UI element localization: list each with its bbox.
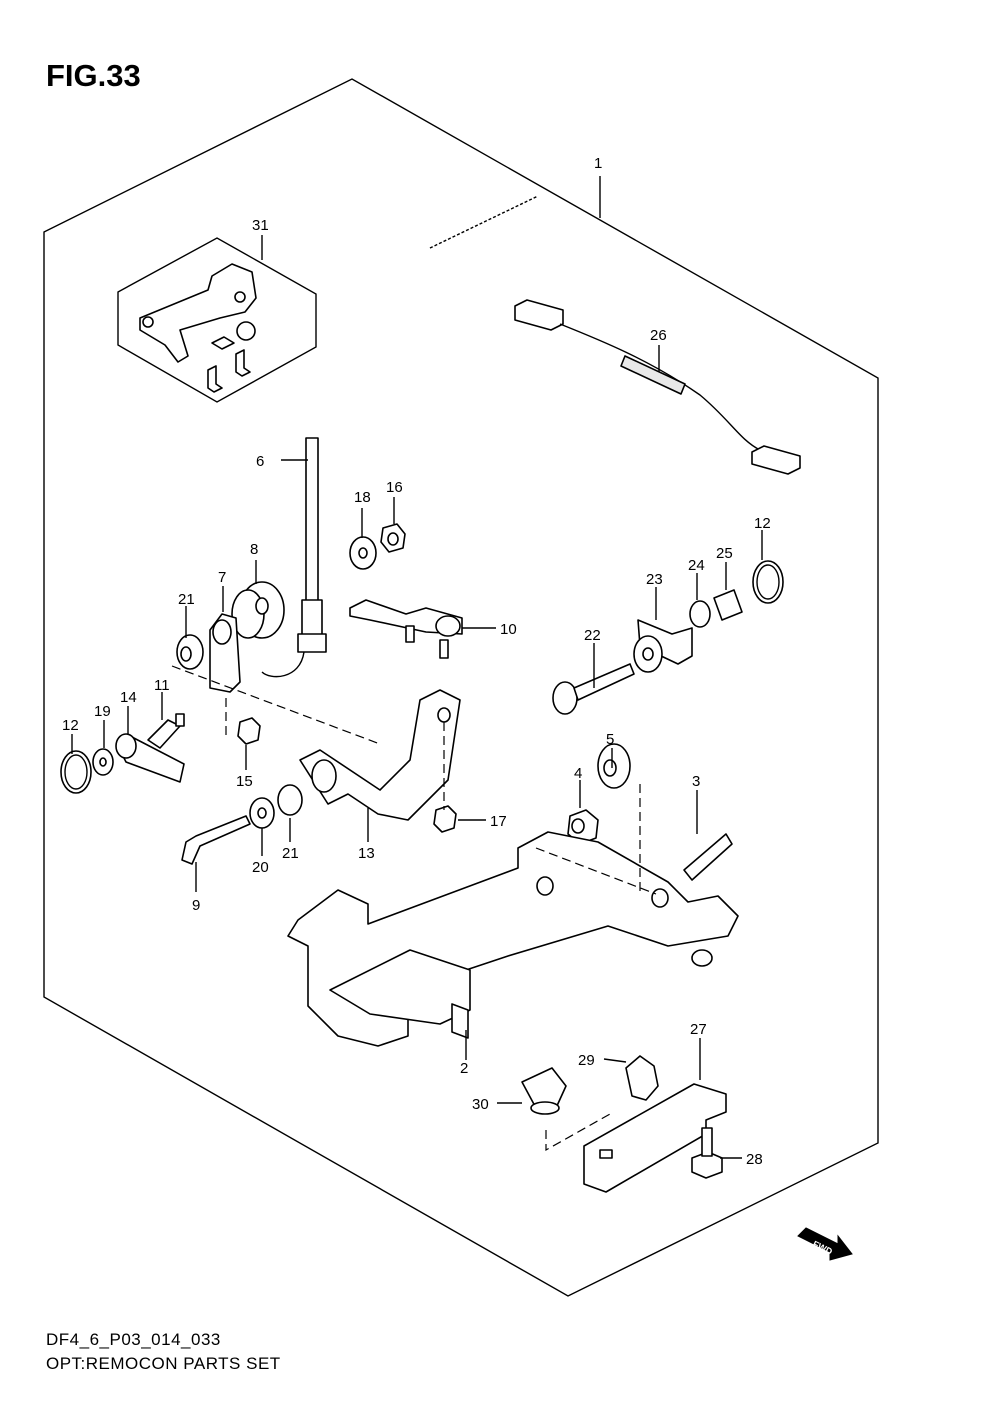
part-24-washer	[689, 600, 711, 628]
leader-lines	[71, 176, 763, 1159]
callout-10: 10	[500, 621, 517, 638]
callout-7: 7	[218, 569, 226, 586]
callout-11: 11	[154, 677, 170, 694]
figure-title: FIG.33	[46, 58, 141, 93]
figure-code: DF4_6_P03_014_033	[46, 1330, 221, 1349]
callout-9: 9	[192, 897, 200, 914]
part-31-bracket	[139, 263, 257, 393]
callout-29: 29	[578, 1052, 595, 1069]
callout-28: 28	[746, 1151, 763, 1168]
callout-21-top: 21	[178, 591, 195, 608]
callout-16: 16	[386, 479, 403, 496]
part-27-plate	[583, 1083, 727, 1193]
callout-13: 13	[358, 845, 375, 862]
callout-12-right: 12	[754, 515, 771, 532]
part-14-link	[115, 733, 185, 783]
part-4-nut	[567, 809, 599, 845]
fwd-arrow-icon: FWD	[797, 1227, 853, 1261]
callout-30: 30	[472, 1096, 489, 1113]
callout-27: 27	[690, 1021, 707, 1038]
part-5-washer	[597, 743, 631, 789]
callout-14: 14	[120, 689, 137, 706]
part-28-bolt	[691, 1127, 723, 1179]
part-26-harness	[514, 299, 801, 475]
part-18-washer	[349, 536, 377, 570]
part-8-grommet	[231, 581, 285, 639]
part-16-nut	[380, 523, 406, 553]
part-17-nut	[433, 805, 457, 833]
part-7-bracket	[209, 613, 241, 693]
part-21-washer-b	[277, 784, 303, 816]
callout-15: 15	[236, 773, 253, 790]
part-29-clip	[625, 1055, 659, 1101]
part-15-nut	[237, 717, 261, 745]
part-2-bracket	[287, 831, 739, 1047]
callout-5: 5	[606, 731, 614, 748]
callout-3: 3	[692, 773, 700, 790]
callout-24: 24	[688, 557, 705, 574]
callout-18: 18	[354, 489, 371, 506]
kit-31-boundary	[117, 237, 317, 403]
callout-20: 20	[252, 859, 269, 876]
part-12-ring-left	[60, 750, 92, 794]
part-30-clip	[521, 1067, 567, 1115]
callout-12-left: 12	[62, 717, 79, 734]
callout-19: 19	[94, 703, 111, 720]
callout-21-bottom: 21	[282, 845, 299, 862]
part-25-collar	[713, 589, 743, 621]
callout-2: 2	[460, 1060, 468, 1077]
figure-name: OPT:REMOCON PARTS SET	[46, 1354, 281, 1373]
callout-8: 8	[250, 541, 258, 558]
callout-31: 31	[252, 217, 269, 234]
callout-4: 4	[574, 765, 582, 782]
part-12-ring-right	[752, 560, 784, 604]
part-21-washer	[176, 634, 204, 670]
callout-labels: 1 2 3 4 5 6 7 8 9 10 11 12 12 13 14 15 1…	[62, 155, 771, 1168]
part-9-bolt	[181, 815, 251, 865]
callout-23: 23	[646, 571, 663, 588]
part-10-clamp	[349, 599, 463, 659]
callout-1: 1	[594, 155, 602, 172]
assembly-boundary	[43, 78, 879, 1297]
part-22-pin	[552, 663, 635, 715]
callout-22: 22	[584, 627, 601, 644]
part-6-cable	[261, 195, 539, 678]
callout-25: 25	[716, 545, 733, 562]
part-19-washer	[92, 748, 114, 776]
part-20-washer	[249, 797, 275, 829]
callout-6: 6	[256, 453, 264, 470]
part-23-sleeve	[633, 619, 693, 673]
callout-26: 26	[650, 327, 667, 344]
part-3-stud	[683, 833, 733, 881]
part-11-pin	[147, 713, 185, 749]
callout-17: 17	[490, 813, 507, 830]
part-13-lever	[299, 689, 461, 821]
